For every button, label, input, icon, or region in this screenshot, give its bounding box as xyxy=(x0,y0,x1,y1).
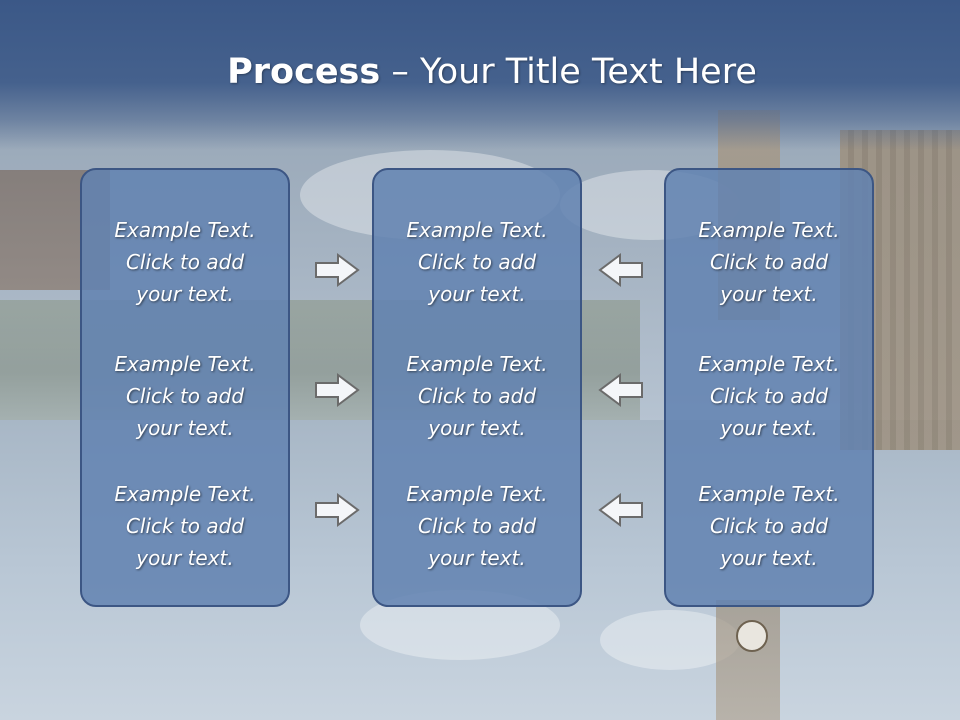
title-bar xyxy=(0,0,960,150)
process-panel-right[interactable]: Example Text. Click to add your text. Ex… xyxy=(664,168,874,607)
clock-face xyxy=(736,620,768,652)
arrow-left-icon xyxy=(598,493,644,527)
panel-text[interactable]: Example Text. Click to add your text. xyxy=(406,352,548,440)
arrow-right-icon xyxy=(314,493,360,527)
slide-title[interactable]: Process – Your Title Text Here xyxy=(0,52,960,92)
arrow-left-icon xyxy=(598,373,644,407)
title-bold-word: Process xyxy=(227,52,381,92)
panel-text[interactable]: Example Text. Click to add your text. xyxy=(406,482,548,570)
title-rest: – Your Title Text Here xyxy=(380,52,757,92)
panel-text[interactable]: Example Text. Click to add your text. xyxy=(114,352,256,440)
arrow-left-icon xyxy=(598,253,644,287)
process-panel-left[interactable]: Example Text. Click to add your text. Ex… xyxy=(80,168,290,607)
process-panel-center[interactable]: Example Text. Click to add your text. Ex… xyxy=(372,168,582,607)
arrow-right-icon xyxy=(314,253,360,287)
clock-tower-reflection xyxy=(716,600,780,720)
panel-text[interactable]: Example Text. Click to add your text. xyxy=(114,218,256,306)
panel-text[interactable]: Example Text. Click to add your text. xyxy=(698,218,840,306)
panel-text[interactable]: Example Text. Click to add your text. xyxy=(114,482,256,570)
panel-text[interactable]: Example Text. Click to add your text. xyxy=(698,482,840,570)
panel-text[interactable]: Example Text. Click to add your text. xyxy=(698,352,840,440)
arrow-right-icon xyxy=(314,373,360,407)
panel-text[interactable]: Example Text. Click to add your text. xyxy=(406,218,548,306)
